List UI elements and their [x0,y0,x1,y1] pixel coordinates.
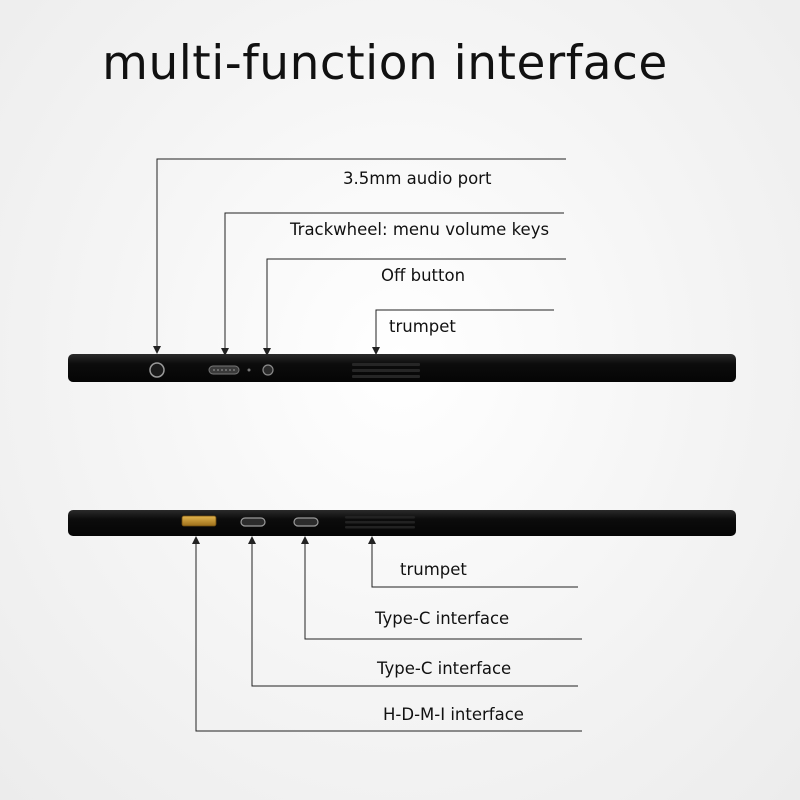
audio-port-icon [149,362,165,378]
page-title: multi-function interface [102,36,668,91]
speaker-grille-top-icon [352,363,420,378]
leader-type-c-2 [301,536,582,640]
leader-trackwheel [221,212,564,356]
label-trackwheel: Trackwheel: menu volume keys [290,220,550,239]
device-bottom-edge [68,510,736,536]
indicator-dot-icon [247,368,251,372]
leader-off-button [263,258,566,356]
top-callouts [153,158,566,356]
bottom-callouts [192,536,582,732]
label-hdmi: H-D-M-I interface [383,705,524,724]
label-type-c-2: Type-C interface [375,609,510,628]
off-button-icon [262,364,274,376]
type-c-port-1-icon [240,517,266,527]
label-trumpet-bottom: trumpet [400,560,467,579]
label-type-c-1: Type-C interface [377,659,512,678]
leader-hdmi [192,536,582,732]
label-audio-port: 3.5mm audio port [343,169,492,188]
leader-trumpet-bottom [368,536,578,588]
trackwheel-icon [208,365,240,375]
leader-type-c-1 [248,536,578,687]
type-c-port-2-icon [293,517,319,527]
device-top-edge [68,354,736,382]
label-trumpet-top: trumpet [389,317,456,336]
device-top-body [68,354,736,382]
label-off-button: Off button [381,266,466,285]
leader-trumpet-top [372,309,554,355]
hdmi-port-icon [181,515,217,527]
speaker-grille-bottom-icon [345,516,415,529]
leader-audio-port [153,158,566,354]
